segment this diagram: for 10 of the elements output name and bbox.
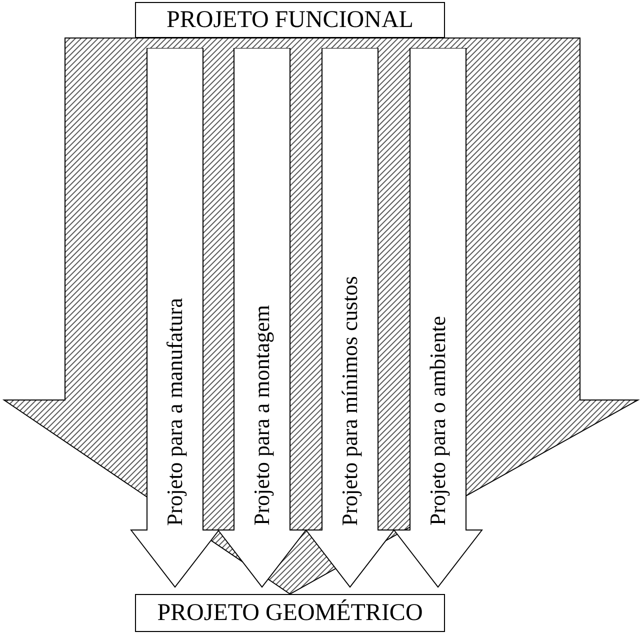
heading-box: PROJETO GEOMÉTRICO bbox=[135, 594, 445, 632]
arrow-label: Projeto para mínimos custos bbox=[337, 276, 363, 526]
arrow-label: Projeto para a montagem bbox=[249, 305, 275, 526]
arrow-shape bbox=[305, 48, 395, 588]
arrow-shape bbox=[393, 48, 483, 588]
arrow-label: Projeto para o ambiente bbox=[425, 316, 451, 526]
arrow-shape bbox=[217, 48, 307, 588]
heading-box: PROJETO FUNCIONAL bbox=[135, 2, 445, 38]
arrow-label: Projeto para a manufatura bbox=[162, 298, 188, 526]
arrow-shape bbox=[130, 48, 220, 588]
